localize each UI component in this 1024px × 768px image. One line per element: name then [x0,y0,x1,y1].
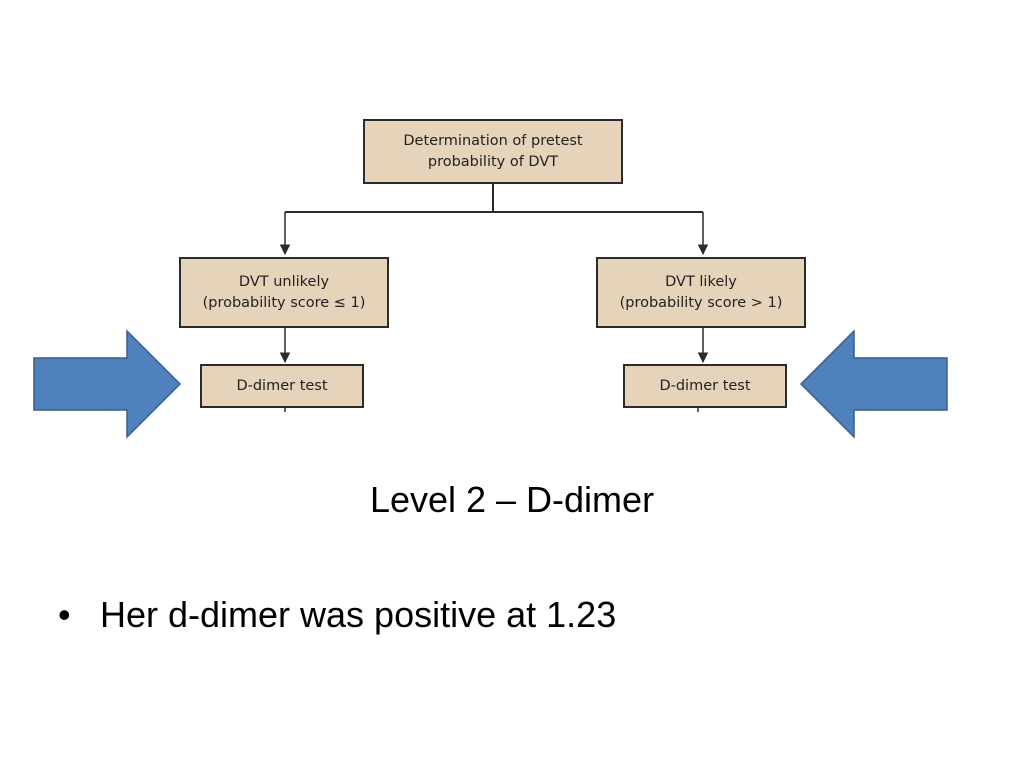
bullet-marker: • [58,594,71,635]
slide-title: Level 2 – D-dimer [369,479,655,520]
left-ddimer-test-box: D-dimer test [200,364,364,408]
dvt-likely-line-1: DVT likely [665,273,737,290]
right-ddimer-test-box: D-dimer test [623,364,787,408]
block-arrow-left-icon [799,329,948,439]
dvt-unlikely-box: DVT unlikely (probability score ≤ 1) [179,257,389,328]
pretest-probability-box: Determination of pretest probability of … [363,119,623,184]
bullet-text: Her d-dimer was positive at 1.23 [100,594,617,635]
dvt-unlikely-line-2: (probability score ≤ 1) [202,294,366,311]
left-ddimer-test-label: D-dimer test [236,377,328,394]
right-ddimer-test-label: D-dimer test [659,377,751,394]
pretest-probability-line-2: probability of DVT [427,153,559,170]
dvt-likely-line-2: (probability score > 1) [619,294,783,311]
dvt-likely-box: DVT likely (probability score > 1) [596,257,806,328]
block-arrow-right-icon [33,329,182,439]
dvt-unlikely-line-1: DVT unlikely [238,273,330,290]
pretest-probability-line-1: Determination of pretest [403,132,583,149]
bullet-item: • Her d-dimer was positive at 1.23 [58,591,616,639]
